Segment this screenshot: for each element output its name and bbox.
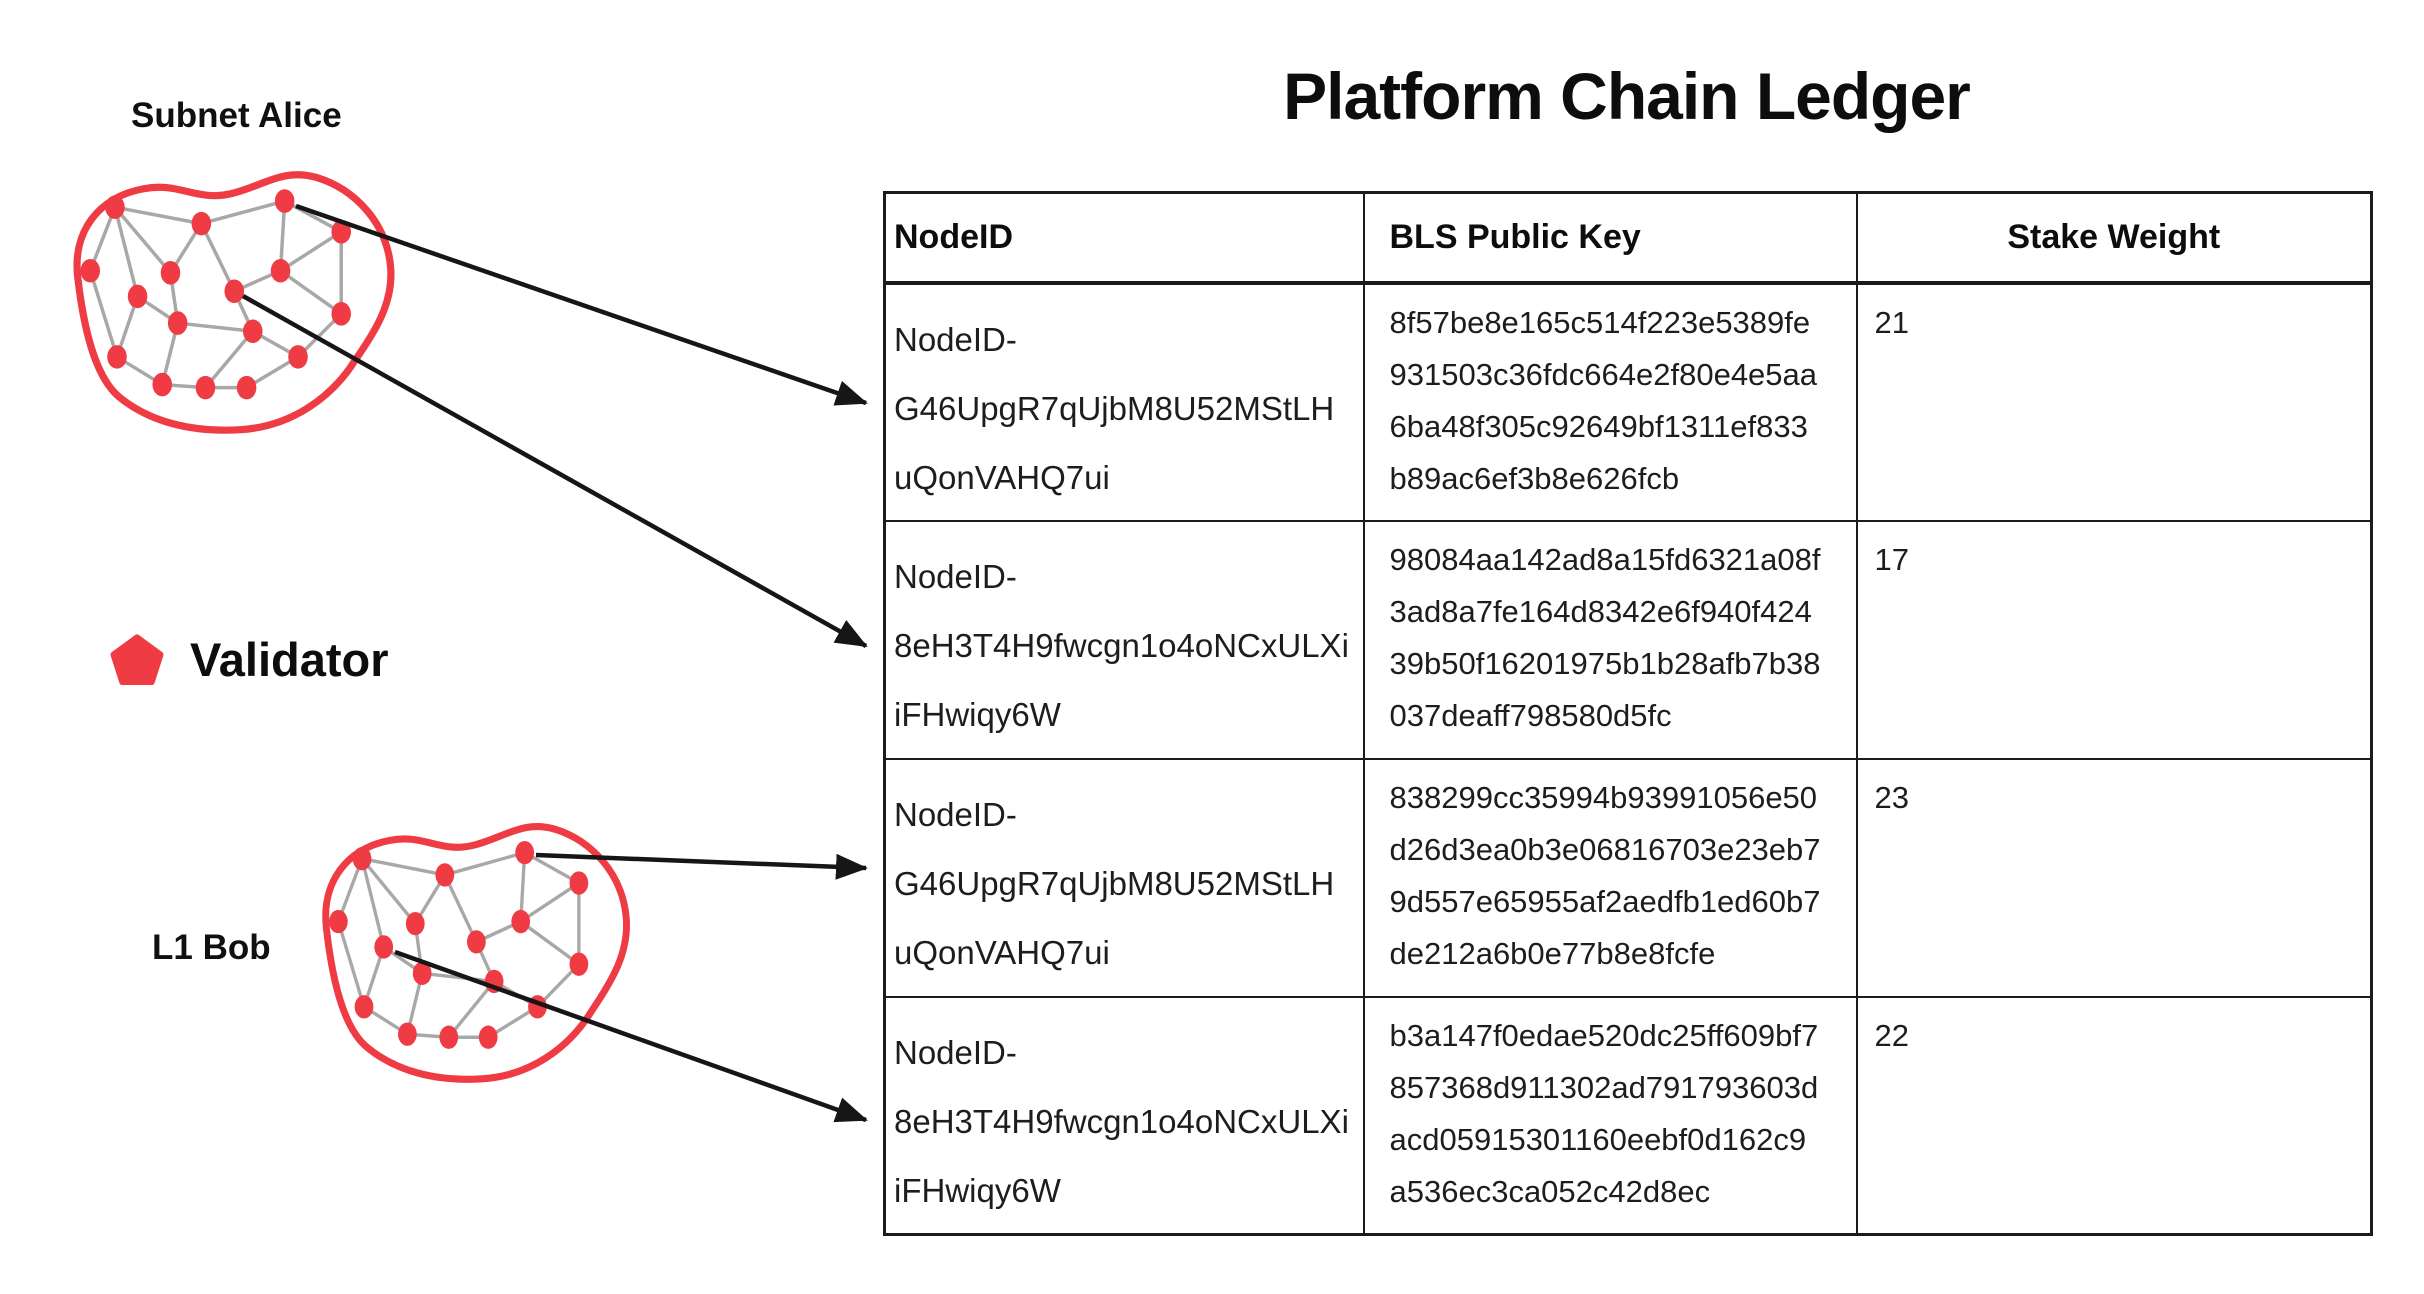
peer-connection-edge bbox=[113, 206, 172, 274]
peer-connection-edge bbox=[444, 850, 526, 877]
peer-connection-edge bbox=[360, 857, 417, 925]
validator-node bbox=[374, 935, 394, 959]
bls-key-cell: b3a147f0edae520dc25ff609bf7857368d911302… bbox=[1362, 995, 1858, 1236]
validator-node bbox=[236, 375, 257, 400]
page-title: Platform Chain Ledger bbox=[1283, 59, 1971, 133]
stake-weight-cell: 22 bbox=[1855, 995, 2373, 1236]
validator-node bbox=[515, 840, 535, 865]
nodeid-cell: NodeID-8eH3T4H9fwcgn1o4oNCxULXiiFHwiqy6W bbox=[883, 995, 1365, 1236]
bls-key-cell: 8f57be8e165c514f223e5389fe931503c36fdc66… bbox=[1362, 281, 1858, 522]
column-header-stake-weight: Stake Weight bbox=[1855, 191, 2373, 285]
validator-node bbox=[191, 211, 212, 236]
validator-node bbox=[107, 345, 127, 369]
stake-weight-cell: 21 bbox=[1855, 281, 2373, 522]
nodeid-cell: NodeID-G46UpgR7qUjbM8U52MStLHuQonVAHQ7ui bbox=[883, 281, 1365, 522]
validator-node bbox=[224, 279, 245, 304]
peer-connection-edge bbox=[114, 205, 202, 226]
column-header-nodeid: NodeID bbox=[883, 191, 1365, 285]
validator-node bbox=[105, 195, 125, 219]
validator-node bbox=[270, 258, 291, 283]
validator-node bbox=[467, 930, 486, 954]
validator-node bbox=[439, 1025, 459, 1049]
validator-node bbox=[398, 1022, 417, 1046]
validator-node bbox=[127, 284, 148, 309]
peer-connection-edge bbox=[199, 222, 236, 293]
peer-connection-edge bbox=[336, 921, 366, 1008]
validator-node bbox=[331, 302, 351, 326]
validator-node bbox=[329, 909, 348, 934]
validator-node bbox=[435, 863, 455, 887]
peer-connection-edge bbox=[113, 206, 140, 297]
validator-node bbox=[354, 995, 374, 1019]
l1-bob-network-graph bbox=[322, 823, 630, 1083]
validator-node bbox=[167, 311, 188, 335]
validator-legend-label: Validator bbox=[190, 633, 389, 686]
validator-node bbox=[243, 319, 263, 344]
nodeid-cell: NodeID-8eH3T4H9fwcgn1o4oNCxULXiiFHwiqy6W bbox=[883, 519, 1365, 760]
peer-connection-edge bbox=[519, 881, 580, 924]
validator-node bbox=[412, 961, 432, 985]
peer-connection-edge bbox=[88, 270, 119, 358]
peer-connection-edge bbox=[279, 269, 343, 316]
validator-node bbox=[288, 345, 308, 369]
stake-weight-cell: 17 bbox=[1855, 519, 2373, 760]
validator-node bbox=[352, 847, 372, 871]
peer-connection-edge bbox=[200, 199, 286, 226]
validator-node bbox=[528, 995, 547, 1019]
validator-node bbox=[195, 375, 216, 400]
table-row: NodeID-G46UpgR7qUjbM8U52MStLHuQonVAHQ7ui… bbox=[883, 281, 2373, 522]
validator-node bbox=[405, 911, 425, 936]
validator-pentagon-icon bbox=[110, 634, 164, 686]
peer-connection-edge bbox=[519, 920, 580, 966]
column-header-bls-public-key: BLS Public Key bbox=[1362, 191, 1858, 285]
validator-node bbox=[152, 372, 173, 397]
validator-node bbox=[511, 909, 531, 934]
peer-connection-edge bbox=[361, 856, 446, 877]
subnet-alice-network-graph bbox=[73, 171, 395, 434]
l1-bob-label: L1 Bob bbox=[152, 928, 271, 967]
peer-connection-edge bbox=[443, 874, 478, 943]
validator-node bbox=[160, 261, 181, 285]
validator-node bbox=[80, 258, 101, 283]
table-header-row: NodeID BLS Public Key Stake Weight bbox=[883, 191, 2373, 285]
validator-node bbox=[484, 969, 504, 994]
peer-connection-edge bbox=[279, 230, 343, 273]
bls-key-cell: 98084aa142ad8a15fd6321a08f3ad8a7fe164d83… bbox=[1362, 519, 1858, 760]
validator-node bbox=[274, 189, 295, 213]
subnet-alice-label: Subnet Alice bbox=[131, 96, 342, 135]
subnet-blob-outline bbox=[322, 823, 630, 1083]
validator-node bbox=[569, 952, 589, 976]
peer-connection-edge bbox=[421, 971, 495, 984]
validator-node bbox=[331, 220, 351, 244]
validator-legend: Validator bbox=[110, 634, 389, 686]
table-row: NodeID-8eH3T4H9fwcgn1o4oNCxULXiiFHwiqy6W… bbox=[883, 995, 2373, 1236]
bls-key-cell: 838299cc35994b93991056e50d26d3ea0b3e0681… bbox=[1362, 757, 1858, 998]
table-row: NodeID-8eH3T4H9fwcgn1o4oNCxULXiiFHwiqy6W… bbox=[883, 519, 2373, 760]
validator-node bbox=[478, 1025, 498, 1049]
peer-connection-edge bbox=[177, 321, 253, 333]
stake-weight-cell: 23 bbox=[1855, 757, 2373, 998]
nodeid-cell: NodeID-G46UpgR7qUjbM8U52MStLHuQonVAHQ7ui bbox=[883, 757, 1365, 998]
table-row: NodeID-G46UpgR7qUjbM8U52MStLHuQonVAHQ7ui… bbox=[883, 757, 2373, 998]
validator-node bbox=[569, 871, 589, 895]
peer-connection-edge bbox=[360, 858, 386, 948]
platform-chain-ledger-table: NodeID BLS Public Key Stake Weight NodeI… bbox=[883, 191, 2373, 1236]
